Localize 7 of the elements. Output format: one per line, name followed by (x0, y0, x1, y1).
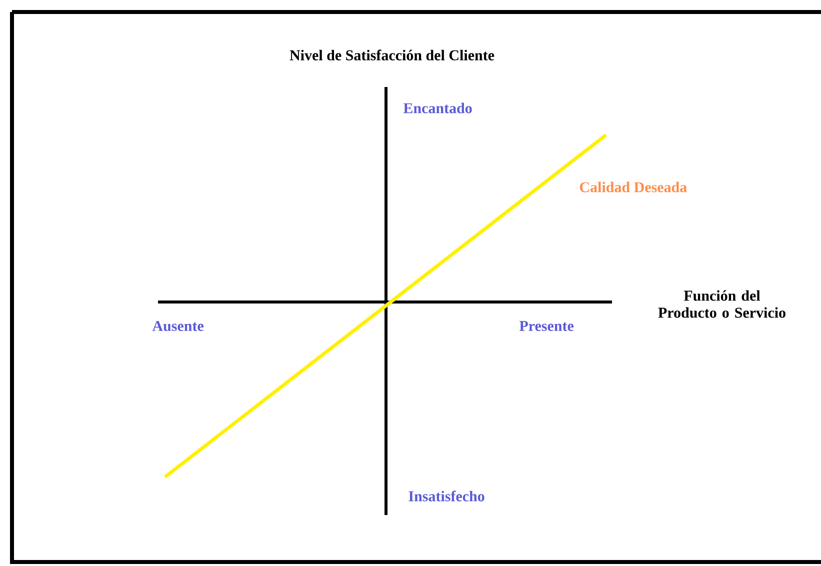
curve-label: Calidad Deseada (580, 182, 687, 192)
axis-title: Función del Producto o Servicio (658, 290, 786, 318)
axis-label: Insatisfecho (408, 490, 484, 502)
axis-label: Encantado (403, 102, 472, 114)
axis-label: Presente (519, 321, 574, 331)
chart-title: Nivel de Satisfacción del Cliente (290, 50, 494, 60)
axis-label: Ausente (152, 320, 204, 332)
